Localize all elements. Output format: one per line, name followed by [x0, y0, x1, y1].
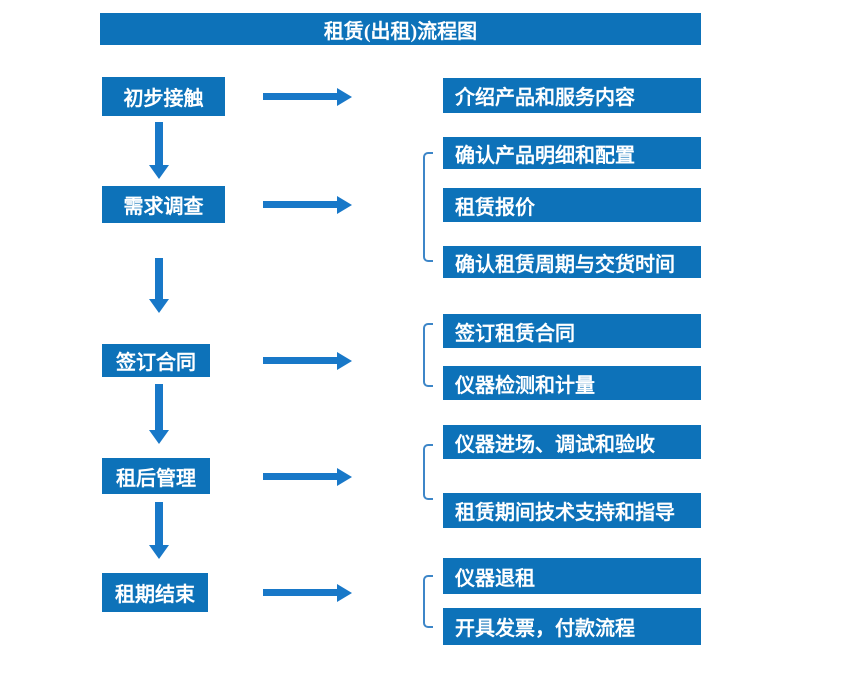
stage-box-demand-survey: 需求调查 — [102, 186, 225, 223]
output-box-instrument-testing: 仪器检测和计量 — [443, 366, 701, 400]
stage-box-initial-contact: 初步接触 — [102, 77, 225, 116]
right-arrow-icon — [263, 357, 337, 364]
title-banner: 租赁(出租)流程图 — [100, 13, 701, 45]
down-arrow-icon — [155, 384, 163, 430]
right-arrow-icon — [263, 473, 337, 480]
output-box-confirm-product-config: 确认产品明细和配置 — [443, 137, 701, 169]
output-box-technical-support: 租赁期间技术支持和指导 — [443, 493, 701, 528]
stage-box-sign-contract: 签订合同 — [102, 344, 210, 377]
down-arrow-icon — [155, 502, 163, 545]
output-box-rental-quote: 租赁报价 — [443, 188, 701, 222]
right-arrow-icon — [263, 201, 337, 208]
group-bracket — [423, 575, 433, 628]
output-box-instrument-return: 仪器退租 — [443, 558, 701, 594]
output-box-introduce-products: 介绍产品和服务内容 — [443, 78, 701, 113]
right-arrow-icon — [263, 589, 337, 596]
output-box-invoice-payment: 开具发票，付款流程 — [443, 608, 701, 645]
output-box-instrument-setup: 仪器进场、调试和验收 — [443, 425, 701, 459]
output-box-sign-rental-contract: 签订租赁合同 — [443, 314, 701, 348]
stage-box-lease-end: 租期结束 — [102, 573, 208, 612]
stage-box-post-rental-management: 租后管理 — [102, 458, 210, 494]
group-bracket — [423, 444, 433, 500]
group-bracket — [423, 152, 433, 262]
down-arrow-icon — [155, 258, 163, 299]
flowchart-title: 租赁(出租)流程图 — [323, 20, 478, 43]
down-arrow-icon — [155, 122, 163, 165]
output-box-confirm-period-delivery: 确认租赁周期与交货时间 — [443, 246, 701, 278]
right-arrow-icon — [263, 93, 337, 100]
group-bracket — [423, 323, 433, 387]
